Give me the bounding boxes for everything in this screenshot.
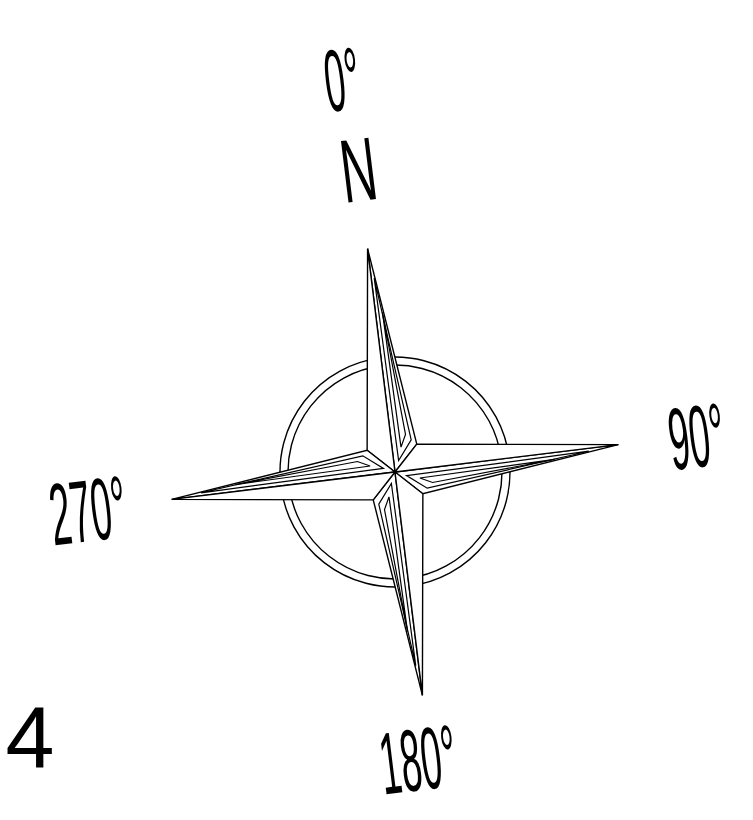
- degree-label: 180°: [375, 712, 462, 809]
- degree-label: 90°: [664, 390, 730, 484]
- degree-label: 0°: [319, 34, 365, 126]
- compass-star: [144, 221, 645, 722]
- degree-label: 270°: [45, 463, 132, 560]
- north-label: N: [335, 123, 381, 217]
- page-number: 4: [6, 694, 55, 782]
